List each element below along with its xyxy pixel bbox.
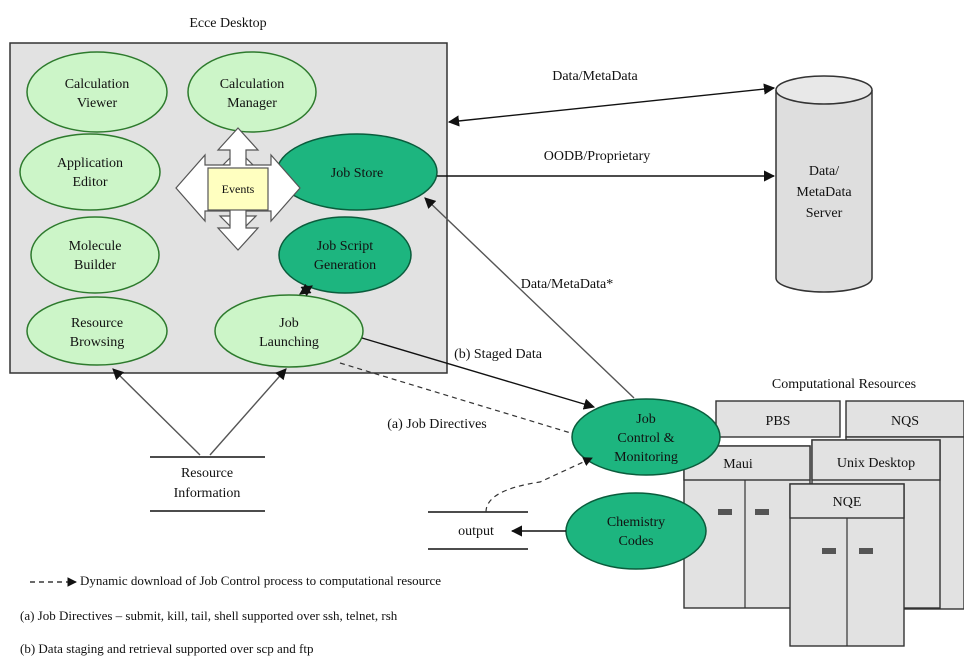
desktop-title: Ecce Desktop — [189, 16, 266, 31]
app-molecule-builder: Molecule Builder — [30, 216, 160, 294]
legend-job-directives: (a) Job Directives – submit, kill, tail,… — [20, 608, 398, 623]
edge-script-launch — [299, 283, 313, 297]
svg-text:Job: Job — [279, 316, 298, 331]
edge-staged-data: (b) Staged Data — [361, 337, 596, 410]
app-resource-browsing: Resource Browsing — [26, 296, 168, 366]
app-calculation-viewer: Calculation Viewer — [26, 51, 168, 133]
svg-text:Information: Information — [174, 486, 241, 501]
legend-dynamic-download: Dynamic download of Job Control process … — [80, 573, 442, 588]
svg-text:Resource: Resource — [71, 316, 123, 331]
svg-text:output: output — [458, 524, 494, 539]
edge-output-to-control — [485, 457, 593, 513]
computational-machines: PBS NQS Maui Unix Desktop NQE — [683, 400, 964, 647]
svg-text:Molecule: Molecule — [69, 239, 122, 254]
svg-text:Editor: Editor — [73, 175, 108, 190]
edge-data-metadata: Data/MetaData — [447, 69, 776, 127]
svg-text:Data/MetaData*: Data/MetaData* — [521, 277, 614, 292]
svg-text:Calculation: Calculation — [65, 77, 130, 92]
svg-text:Resource: Resource — [181, 466, 233, 481]
svg-text:PBS: PBS — [766, 414, 791, 429]
svg-text:NQE: NQE — [833, 495, 862, 510]
svg-text:Codes: Codes — [619, 534, 654, 549]
svg-text:Builder: Builder — [74, 258, 116, 273]
svg-text:Manager: Manager — [227, 96, 277, 111]
svg-text:Data/: Data/ — [809, 164, 839, 179]
svg-text:Maui: Maui — [723, 457, 753, 472]
svg-text:NQS: NQS — [891, 414, 919, 429]
svg-text:Server: Server — [806, 206, 843, 221]
svg-text:Application: Application — [57, 156, 123, 171]
svg-text:Data/MetaData: Data/MetaData — [552, 69, 638, 84]
svg-text:Unix Desktop: Unix Desktop — [837, 456, 915, 471]
events-hub: Events — [175, 127, 301, 251]
job-store: Job Store — [276, 133, 438, 211]
svg-text:Browsing: Browsing — [70, 335, 124, 350]
job-script-generation: Job Script Generation — [278, 216, 412, 294]
resource-information: Resource Information — [112, 368, 287, 512]
svg-text:Calculation: Calculation — [220, 77, 285, 92]
edge-data-metadata-star: Data/MetaData* — [424, 197, 635, 399]
app-application-editor: Application Editor — [19, 133, 161, 211]
chemistry-codes: Chemistry Codes — [565, 492, 707, 570]
svg-text:Job: Job — [636, 412, 655, 427]
job-control-monitoring: Job Control & Monitoring — [571, 398, 721, 476]
output-store: output — [428, 511, 528, 550]
svg-text:Launching: Launching — [259, 335, 319, 350]
svg-text:(a) Job Directives: (a) Job Directives — [387, 417, 487, 432]
app-calculation-manager: Calculation Manager — [187, 51, 317, 133]
data-metadata-server: Data/ MetaData Server — [775, 75, 873, 293]
svg-text:Job Store: Job Store — [331, 166, 384, 181]
edge-job-directives: (a) Job Directives — [339, 362, 585, 440]
svg-text:MetaData: MetaData — [796, 185, 852, 200]
svg-text:Monitoring: Monitoring — [614, 450, 678, 465]
svg-text:(b) Staged Data: (b) Staged Data — [454, 347, 543, 362]
svg-text:Job Script: Job Script — [317, 239, 374, 254]
legend-data-staging: (b) Data staging and retrieval supported… — [20, 641, 314, 656]
app-job-launching: Job Launching — [214, 294, 364, 368]
svg-text:Control &: Control & — [617, 431, 674, 446]
computational-title: Computational Resources — [772, 377, 916, 392]
edge-oodb-proprietary: OODB/Proprietary — [437, 149, 776, 182]
svg-text:Events: Events — [222, 182, 255, 196]
svg-text:OODB/Proprietary: OODB/Proprietary — [544, 149, 651, 164]
svg-text:Chemistry: Chemistry — [607, 515, 665, 530]
svg-text:Generation: Generation — [314, 258, 376, 273]
svg-text:Viewer: Viewer — [77, 96, 118, 111]
